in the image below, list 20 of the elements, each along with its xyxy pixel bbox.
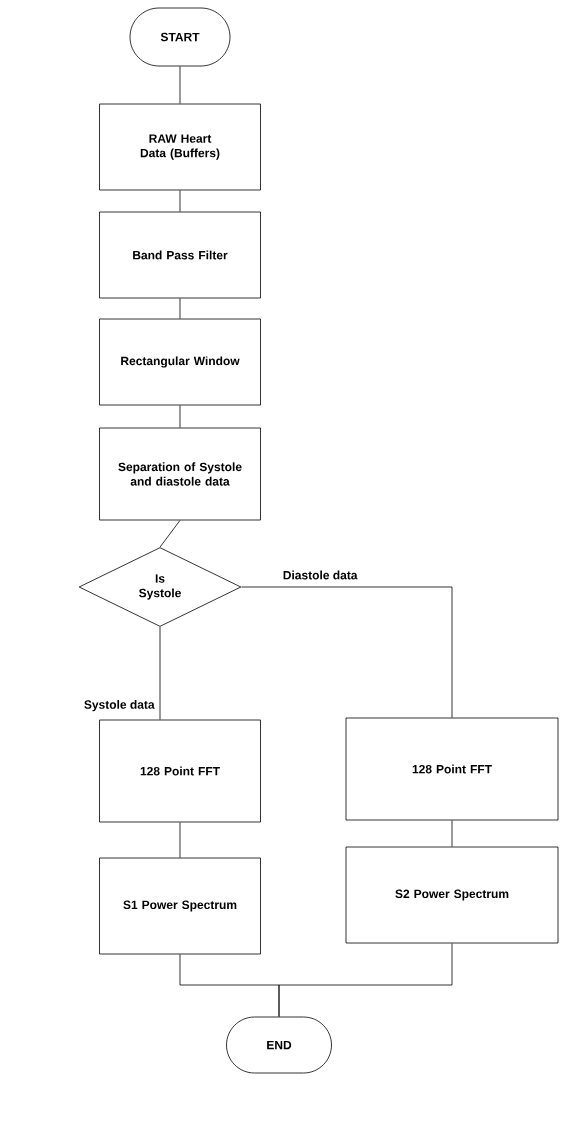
process-box: RAW Heart Data (Buffers) <box>99 103 261 191</box>
edge-label: Systole data <box>82 699 156 713</box>
connector-line <box>159 626 161 720</box>
connector-line <box>241 586 453 718</box>
process-box: Separation of Systole and diastole data <box>99 427 261 521</box>
process-box: 128 Point FFT <box>99 719 261 823</box>
connector-line <box>179 66 181 104</box>
process-box: S2 Power Spectrum <box>345 846 559 944</box>
edge-label: Diastole data <box>281 569 359 581</box>
process-box: 128 Point FFT <box>345 717 559 821</box>
connector-line <box>278 943 453 1017</box>
process-box: Rectangular Window <box>99 318 261 406</box>
connector-line <box>179 405 181 428</box>
process-box: S1 Power Spectrum <box>99 857 261 955</box>
connector-line <box>159 520 181 548</box>
connector-line <box>179 190 181 212</box>
process-box: Band Pass Filter <box>99 211 261 299</box>
connector-line <box>179 298 181 319</box>
connector-line <box>179 822 181 858</box>
connector-line <box>451 820 453 847</box>
